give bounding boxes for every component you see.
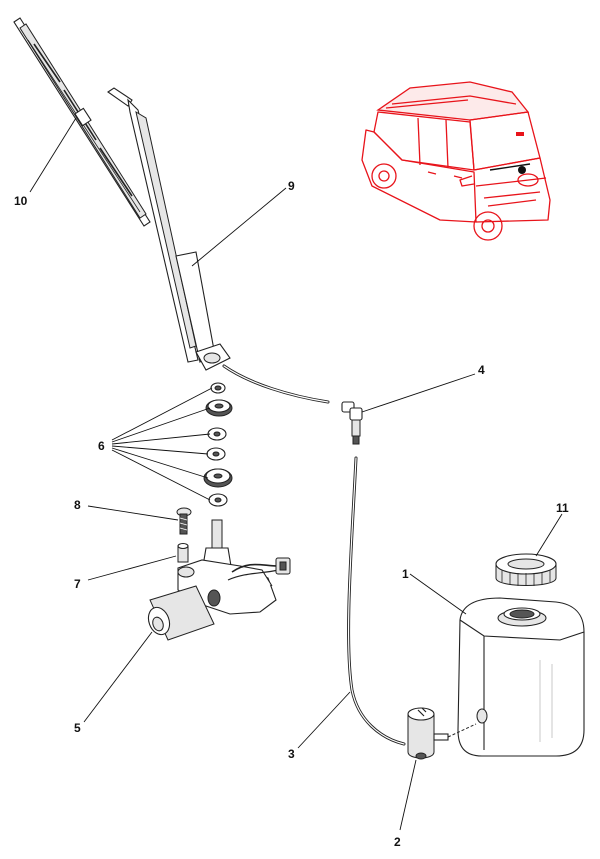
- callout-10: 10: [14, 194, 28, 208]
- callout-3: 3: [288, 747, 295, 761]
- wiper-blade: [13, 17, 151, 227]
- callout-numbers: 10 9 4 6 8 7 5 1 11 3 2: [14, 179, 569, 849]
- washer-jet-connector: [341, 401, 363, 445]
- callout-2: 2: [394, 835, 401, 849]
- reservoir-cap: [495, 553, 557, 586]
- callout-7: 7: [74, 577, 81, 591]
- callout-11: 11: [556, 501, 569, 515]
- leader-lines: [29, 117, 563, 831]
- wiper-motor: [147, 519, 291, 641]
- callout-4: 4: [478, 363, 485, 377]
- spacer-sleeve: [177, 542, 189, 563]
- vehicle-locator-illustration: [361, 81, 551, 241]
- callout-1: 1: [402, 567, 409, 581]
- washer-nut-set: [203, 382, 233, 507]
- washer-reservoir: [457, 597, 585, 757]
- callout-9: 9: [288, 179, 295, 193]
- callout-6: 6: [98, 439, 105, 453]
- washer-hose-upper: [222, 364, 330, 404]
- washer-hose-lower: [347, 456, 406, 746]
- mounting-screw: [176, 507, 192, 535]
- washer-pump: [407, 707, 477, 760]
- wiper-arm: [107, 87, 231, 371]
- callout-8: 8: [74, 498, 81, 512]
- callout-5: 5: [74, 721, 81, 735]
